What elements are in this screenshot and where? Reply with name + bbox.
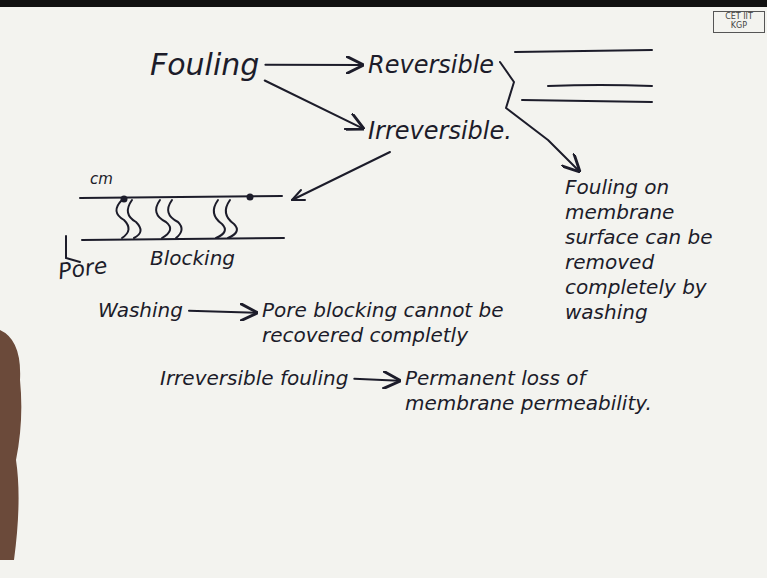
concept-word: Irreversible fouling — [160, 366, 348, 391]
arrow-connector — [265, 64, 362, 66]
pore-channel — [168, 200, 181, 238]
concept-word: Fouling — [150, 46, 259, 84]
part-label: Blocking — [150, 246, 235, 270]
note-text: Pore blocking cannot be recovered comple… — [262, 298, 572, 348]
pore-membrane-bottom — [82, 238, 284, 240]
foulant-particle — [247, 194, 254, 201]
handwritten-text: Pore blocking cannot be recovered comple… — [262, 298, 572, 348]
arrow-head — [292, 190, 305, 200]
concept-word: Washing — [98, 298, 183, 323]
stamp-text: CET IIT KGP — [716, 13, 762, 31]
handwritten-text: Washing — [98, 298, 183, 323]
top-border — [0, 0, 767, 7]
arrow-connector — [500, 62, 579, 171]
membrane-line — [548, 85, 652, 86]
handwritten-text: Irreversible. — [368, 116, 512, 146]
arrow-connector — [189, 311, 256, 313]
hand-shadow — [0, 330, 21, 560]
arrow-connector — [354, 379, 399, 381]
membrane-line — [522, 100, 652, 102]
pointer-arrow — [292, 152, 390, 200]
foulant-particle — [121, 196, 128, 203]
concept-word: Reversible — [368, 50, 494, 80]
concept-word: Irreversible. — [368, 116, 512, 146]
handwritten-text: Irreversible fouling — [160, 366, 348, 391]
part-label: Pore — [57, 253, 109, 285]
membrane-line — [515, 50, 652, 52]
note-text: Fouling on membrane surface can be remov… — [565, 175, 715, 325]
pore-channel — [116, 200, 128, 238]
handwritten-text: Permanent loss of membrane permeability. — [405, 366, 655, 416]
pore-channel — [128, 200, 141, 238]
stamp-box: CET IIT KGP — [713, 11, 765, 33]
unit-label: cm — [90, 170, 113, 188]
note-text: Permanent loss of membrane permeability. — [405, 366, 655, 416]
arrow-connector — [265, 81, 363, 129]
pore-channel — [226, 200, 237, 238]
handwritten-text: Reversible — [368, 50, 494, 80]
pore-channel — [214, 200, 225, 238]
handwritten-text: Fouling — [150, 46, 259, 84]
handwritten-text: Fouling on membrane surface can be remov… — [565, 175, 715, 325]
